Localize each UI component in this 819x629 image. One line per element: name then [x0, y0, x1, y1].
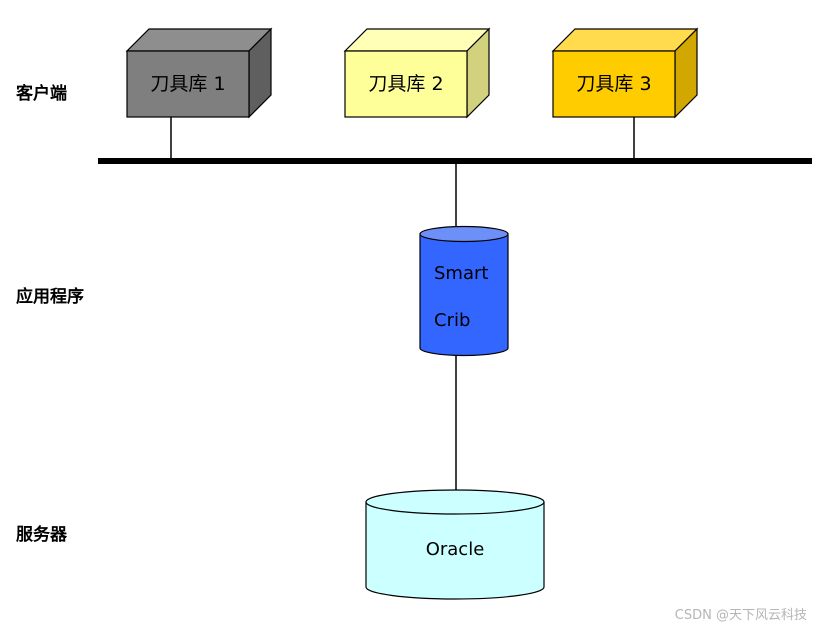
tier-label-server: 服务器: [16, 524, 68, 545]
db-cylinder: Oracle: [365, 489, 545, 600]
tool-crib-2-front: [344, 50, 468, 118]
db-cylinder-label: Oracle: [426, 539, 485, 560]
tool-crib-2-top: [343, 28, 491, 52]
tool-crib-2: 刀具库 2: [343, 27, 491, 119]
watermark-text: CSDN @天下风云科技: [675, 608, 807, 623]
tier-label-client: 客户端: [15, 83, 67, 104]
tool-crib-1-label: 刀具库 1: [150, 73, 225, 95]
db-cylinder-body: [365, 501, 545, 600]
app-cylinder: Smart Crib: [419, 225, 509, 357]
app-cylinder-body: [419, 233, 509, 357]
tool-crib-1-front: [126, 50, 250, 118]
app-cylinder-top: [419, 225, 509, 243]
tool-crib-3: 刀具库 3: [551, 27, 699, 119]
tool-crib-2-label: 刀具库 2: [368, 73, 443, 95]
app-cylinder-label-line2: Crib: [434, 310, 470, 331]
app-cylinder-label-line1: Smart: [434, 263, 488, 284]
tool-crib-3-top: [551, 28, 699, 52]
tool-crib-1-top: [125, 28, 273, 52]
tool-crib-3-front: [552, 50, 676, 118]
tool-crib-3-label: 刀具库 3: [576, 73, 651, 95]
tier-label-application: 应用程序: [16, 286, 84, 307]
tool-crib-1: 刀具库 1: [125, 27, 273, 119]
db-cylinder-top: [365, 489, 545, 515]
